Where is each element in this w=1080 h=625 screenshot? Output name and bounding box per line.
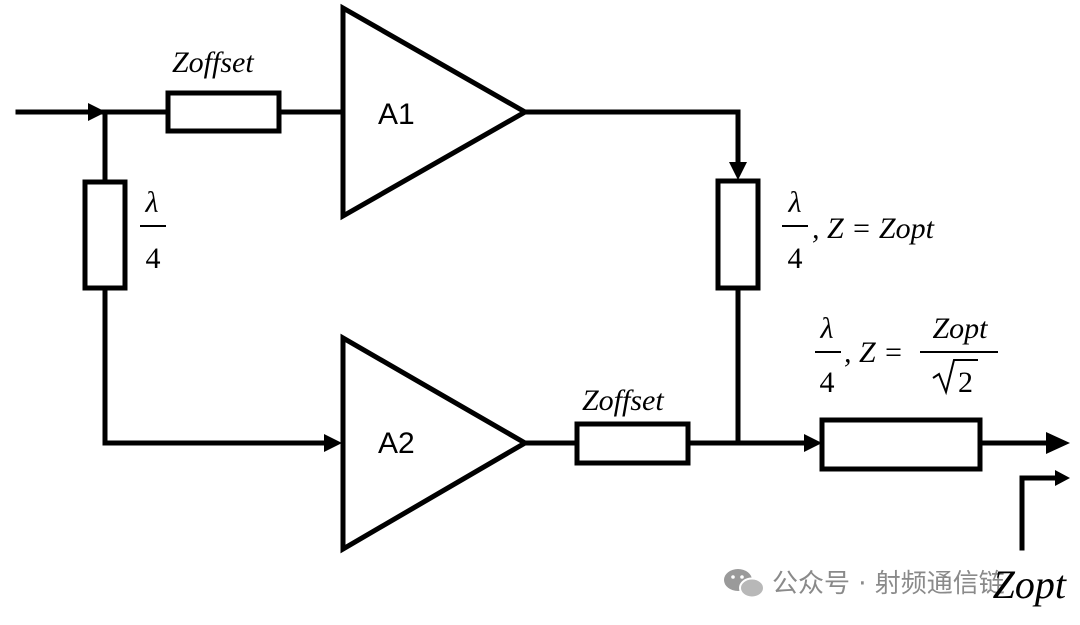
output-rhs-denominator: 2 [958,366,973,399]
combiner-denominator: 4 [788,242,803,275]
quarter-to-a2-wire [102,285,331,446]
output-arrow-icon [1046,432,1070,454]
combiner-arrow-icon [729,162,747,180]
output-z-prefix: , Z = [844,336,903,369]
zopt-arrow-icon [1055,470,1070,486]
amplifier-a1 [340,3,531,221]
output-numerator: λ [820,312,834,345]
wires [15,109,1058,551]
input-quarter-denominator: 4 [146,242,161,275]
a1-output-wire [522,109,741,165]
zopt-bracket [1019,475,1058,551]
top-offset-line [165,90,282,134]
watermark: 公众号 · 射频通信链 [724,569,1005,599]
combiner-numerator: λ [788,186,802,219]
wechat-icon [724,569,765,599]
bottom-offset-label: Zoffset [582,384,664,417]
top-offset-label: Zoffset [172,46,254,79]
output-impedance-label: Zopt [993,562,1067,607]
combiner-line-label: λ 4 , Z = Zopt [782,186,935,275]
input-arrow-icon [88,103,106,121]
output-node-arrow-icon [804,434,822,452]
a2-input-arrow-icon [324,434,342,452]
watermark-text: 公众号 · 射频通信链 [772,569,1005,599]
input-quarter-numerator: λ [145,186,159,219]
input-quarter-label: λ 4 [140,186,166,275]
input-quarter-wave-line [82,179,128,291]
sqrt-icon [932,359,978,396]
combiner-expression: , Z = Zopt [812,212,935,245]
bottom-offset-line [574,421,691,466]
amplifier-a2 [340,333,530,554]
output-denominator: 4 [820,366,835,399]
output-line-label: λ 4 , Z = Zopt 2 [815,312,998,399]
output-transformer-line [819,417,983,472]
amplifier-a1-label: A1 [378,98,415,131]
arrowheads [88,103,1070,486]
amplifier-a2-label: A2 [378,427,415,460]
combiner-quarter-wave-line [715,178,761,291]
output-rhs-numerator: Zopt [932,312,988,345]
